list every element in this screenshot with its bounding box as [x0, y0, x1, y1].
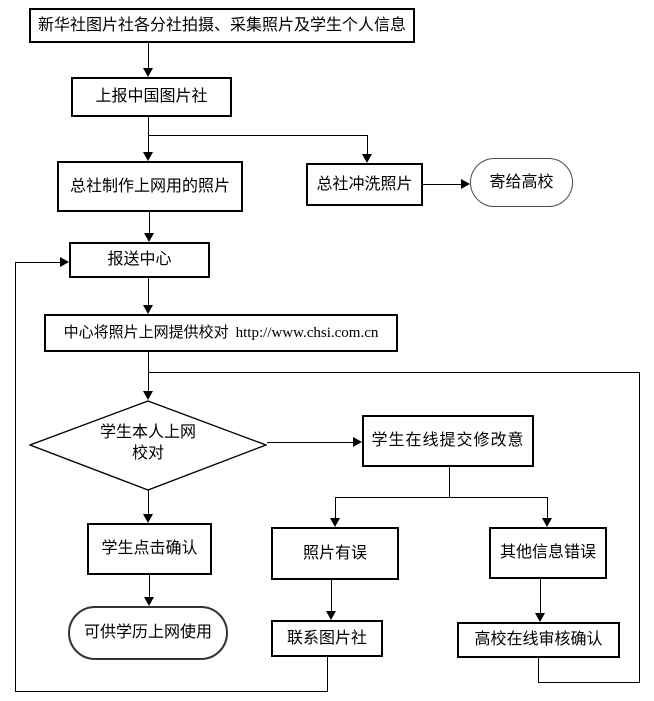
connector-line [639, 372, 640, 682]
connector-line [148, 372, 639, 373]
decision-line2: 校对 [131, 445, 164, 462]
connector-line [149, 212, 150, 233]
connector-line [148, 135, 368, 136]
flow-arrowhead [143, 68, 153, 77]
node-develop-photos: 总社冲洗照片 [306, 163, 423, 206]
node-other-info-error: 其他信息错误 [489, 527, 607, 579]
node-photo-error: 照片有误 [271, 527, 399, 580]
flow-arrowhead [542, 518, 552, 527]
terminator-diploma-photo-usable: 可供学历上网使用 [68, 606, 228, 660]
connector-line [540, 579, 541, 613]
flow-arrowhead [143, 305, 153, 314]
decision-student-online-check: 学生本人上网 校对 [58, 421, 238, 465]
connector-line [331, 580, 332, 611]
node-make-web-photos: 总社制作上网用的照片 [57, 161, 243, 212]
node-student-submit-revision: 学生在线提交修改意 [362, 415, 534, 467]
connector-line [15, 262, 60, 263]
node-university-online-review: 高校在线审核确认 [457, 622, 620, 658]
connector-line [148, 490, 149, 514]
flow-arrowhead [144, 597, 154, 606]
connector-line [423, 184, 461, 185]
connector-line [148, 43, 149, 68]
connector-line [449, 467, 450, 497]
node-report-china-photo-agency: 上报中国图片社 [71, 77, 232, 117]
flow-arrowhead [326, 611, 336, 620]
flow-arrowhead [143, 152, 153, 161]
flow-arrowhead [535, 613, 545, 622]
connector-line [547, 497, 548, 518]
flow-arrowhead [330, 518, 340, 527]
flow-arrowhead [143, 391, 153, 400]
connector-line [538, 658, 539, 682]
flow-arrowhead [461, 179, 470, 189]
chsi-url-text: http://www.chsi.com.cn [235, 324, 379, 341]
connector-line [335, 497, 547, 498]
connector-line [148, 117, 149, 152]
flow-arrowhead [362, 154, 372, 163]
flow-arrowhead [144, 233, 154, 242]
flow-arrowhead [60, 257, 69, 267]
decision-line1: 学生本人上网 [99, 424, 196, 441]
node-collect-info: 新华社图片社各分社拍摄、采集照片及学生个人信息 [29, 8, 415, 43]
connector-line [538, 682, 640, 683]
node-center-upload-proofread: 中心将照片上网提供校对 http://www.chsi.com.cn [44, 314, 398, 352]
connector-line [15, 262, 16, 691]
flow-arrowhead [353, 437, 362, 447]
node-student-click-confirm: 学生点击确认 [87, 523, 212, 575]
connector-line [327, 657, 328, 691]
terminator-mail-to-university: 寄给高校 [470, 158, 573, 207]
connector-line [367, 135, 368, 154]
connector-line [335, 497, 336, 518]
node-contact-photo-agency: 联系图片社 [271, 620, 383, 657]
connector-line [149, 575, 150, 597]
connector-line [148, 278, 149, 305]
node-submit-center: 报送中心 [69, 242, 210, 278]
node-center-upload-text: 中心将照片上网提供校对 [63, 323, 229, 341]
connector-line [148, 352, 149, 391]
connector-line [267, 442, 353, 443]
flow-arrowhead [143, 514, 153, 523]
connector-line [15, 691, 328, 692]
